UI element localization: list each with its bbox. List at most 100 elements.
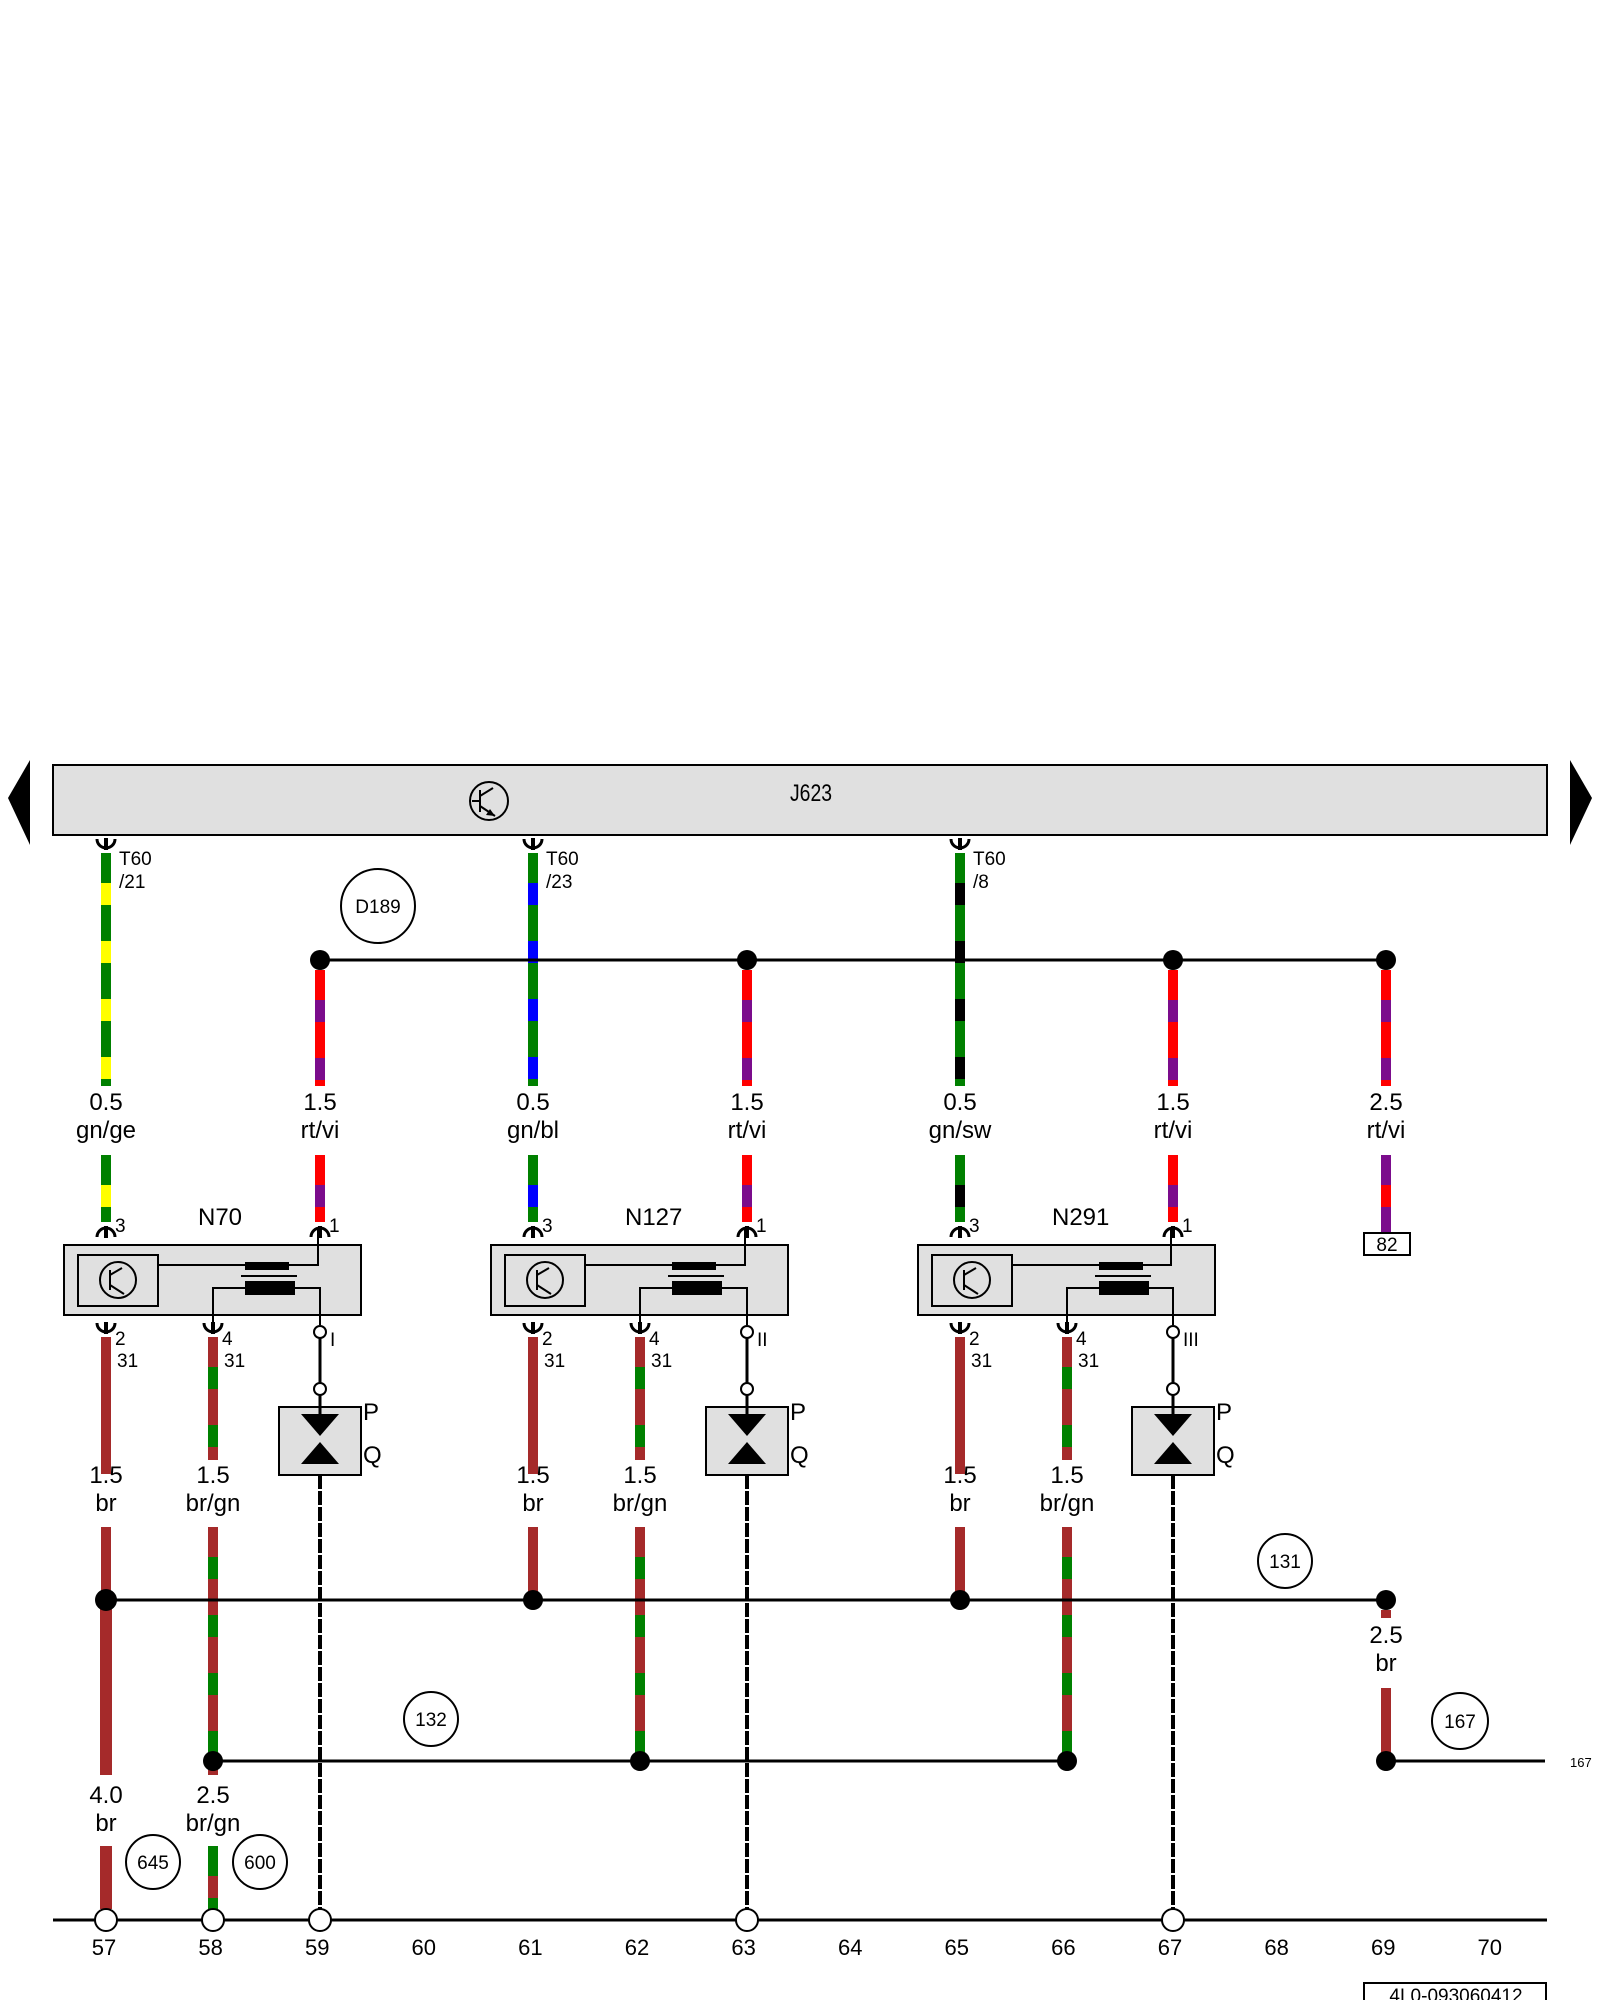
connector-pin-icon xyxy=(95,838,117,850)
wire-size-label: 0.5 xyxy=(516,1089,549,1116)
hv-terminal-label: III xyxy=(1183,1330,1199,1351)
ref-d189: D189 xyxy=(340,868,416,944)
spark-plug-icon: PQ xyxy=(705,1395,809,1909)
connector-pin-label: /8 xyxy=(973,872,989,893)
wire-size-label: 1.5 xyxy=(196,1462,229,1489)
supply-wire xyxy=(1381,970,1391,1086)
supply-wire xyxy=(315,970,325,1086)
ground-wire xyxy=(528,1337,538,1474)
ground-wire xyxy=(635,1527,645,1761)
pin-label: 1 xyxy=(1182,1216,1193,1237)
terminal-label-p: P xyxy=(790,1399,806,1426)
ground-number: 66 xyxy=(1051,1935,1075,1960)
svg-text:131: 131 xyxy=(1269,1552,1301,1573)
connector-pin-icon xyxy=(95,1226,117,1238)
junction-dot xyxy=(1163,950,1183,970)
connector-pin-icon xyxy=(736,1226,758,1238)
supply-wire xyxy=(1381,1155,1391,1233)
signal-wire xyxy=(955,1155,965,1222)
svg-text:167: 167 xyxy=(1444,1712,1476,1733)
pin-label: 3 xyxy=(542,1216,553,1237)
connector-pin-label: /21 xyxy=(119,872,145,893)
wire-size-label: 0.5 xyxy=(89,1089,122,1116)
ground-terminal xyxy=(94,1908,118,1932)
junction-dot xyxy=(737,950,757,970)
svg-text:4L0-093060412: 4L0-093060412 xyxy=(1389,1986,1522,2000)
ground-wire xyxy=(528,1527,538,1600)
supply-wires xyxy=(315,970,1391,1233)
ground-terminal xyxy=(308,1908,332,1932)
ground-wire xyxy=(208,1337,218,1460)
connector-pin-icon xyxy=(1056,1322,1078,1334)
terminal-label-q: Q xyxy=(790,1442,809,1469)
signal-wire xyxy=(101,853,111,1086)
pin-label: 2 xyxy=(115,1329,126,1350)
ground-number: 62 xyxy=(625,1935,649,1960)
ground-terminal xyxy=(735,1908,759,1932)
pin-label: 1 xyxy=(329,1216,340,1237)
connector-pin-icon xyxy=(95,1322,117,1334)
ground-number: 70 xyxy=(1478,1935,1502,1960)
ref-131: 131 xyxy=(1257,1533,1313,1589)
ground-wire xyxy=(635,1337,645,1460)
wire-color-label: br xyxy=(949,1490,970,1517)
ref-132: 132 xyxy=(403,1691,459,1747)
wire-labels: 0.5gn/ge1.5rt/vi1.5br1.5br/gn0.5gn/bl1.5… xyxy=(76,1089,1405,1837)
svg-text:132: 132 xyxy=(415,1710,447,1731)
junction-dots xyxy=(95,950,1396,1771)
component-label: N291 xyxy=(1052,1204,1109,1231)
junction-dot xyxy=(310,950,330,970)
wire-size-label: 4.0 xyxy=(89,1782,122,1809)
wire-color-label: br xyxy=(95,1490,116,1517)
wire-size-label: 1.5 xyxy=(89,1462,122,1489)
next-page-arrow[interactable] xyxy=(1570,760,1592,845)
coil-winding-icon xyxy=(1095,1262,1151,1295)
connector-pin-icon xyxy=(1162,1226,1184,1238)
transistor-icon xyxy=(526,1261,564,1299)
connector-label-t60: T60 xyxy=(973,849,1006,870)
ground-number: 64 xyxy=(838,1935,862,1960)
wire-size-label: 1.5 xyxy=(1050,1462,1083,1489)
ground-number: 61 xyxy=(518,1935,542,1960)
connector-label-t60: T60 xyxy=(119,849,152,870)
ref-600: 600 xyxy=(232,1834,288,1890)
component-label: N127 xyxy=(625,1204,682,1231)
ground-number: 69 xyxy=(1371,1935,1395,1960)
wire-size-label: 1.5 xyxy=(730,1089,763,1116)
pin-label: 3 xyxy=(969,1216,980,1237)
connector-pin-icon xyxy=(522,1226,544,1238)
signal-wires xyxy=(95,838,971,1222)
pin-label: 2 xyxy=(969,1329,980,1350)
ground-wire xyxy=(100,1846,112,1909)
component-label: N70 xyxy=(198,1204,242,1231)
ground-wire xyxy=(208,1527,218,1761)
wire-color-label: gn/ge xyxy=(76,1117,136,1144)
wire-size-label: 1.5 xyxy=(1156,1089,1189,1116)
terminal-label-p: P xyxy=(1216,1399,1232,1426)
edge-ref-167: 167 xyxy=(1570,1755,1592,1770)
ref-645: 645 xyxy=(125,1834,181,1890)
ground-number: 58 xyxy=(198,1935,222,1960)
control-unit-label: J623 xyxy=(790,780,832,807)
previous-page-arrow[interactable] xyxy=(8,760,30,845)
wire-color-label: gn/sw xyxy=(929,1117,992,1144)
ground-wire xyxy=(1381,1688,1391,1761)
junction-dot xyxy=(1376,1590,1396,1610)
coil-winding-icon xyxy=(241,1262,297,1295)
coil-winding-icon xyxy=(668,1262,724,1295)
ground-wire xyxy=(208,1846,218,1909)
wire-size-label: 2.5 xyxy=(1369,1089,1402,1116)
ground-wire xyxy=(1381,1610,1391,1618)
wire-size-label: 1.5 xyxy=(303,1089,336,1116)
transistor-icon xyxy=(953,1261,991,1299)
hv-terminal-label: II xyxy=(757,1330,768,1351)
spark-plug-icon: PQ xyxy=(1131,1395,1235,1909)
connector-pin-icon xyxy=(202,1322,224,1334)
control-unit-j623: J623 xyxy=(52,764,1548,836)
supply-wire xyxy=(742,970,752,1086)
pin-label: 31 xyxy=(544,1351,565,1372)
pin-label: 31 xyxy=(224,1351,245,1372)
